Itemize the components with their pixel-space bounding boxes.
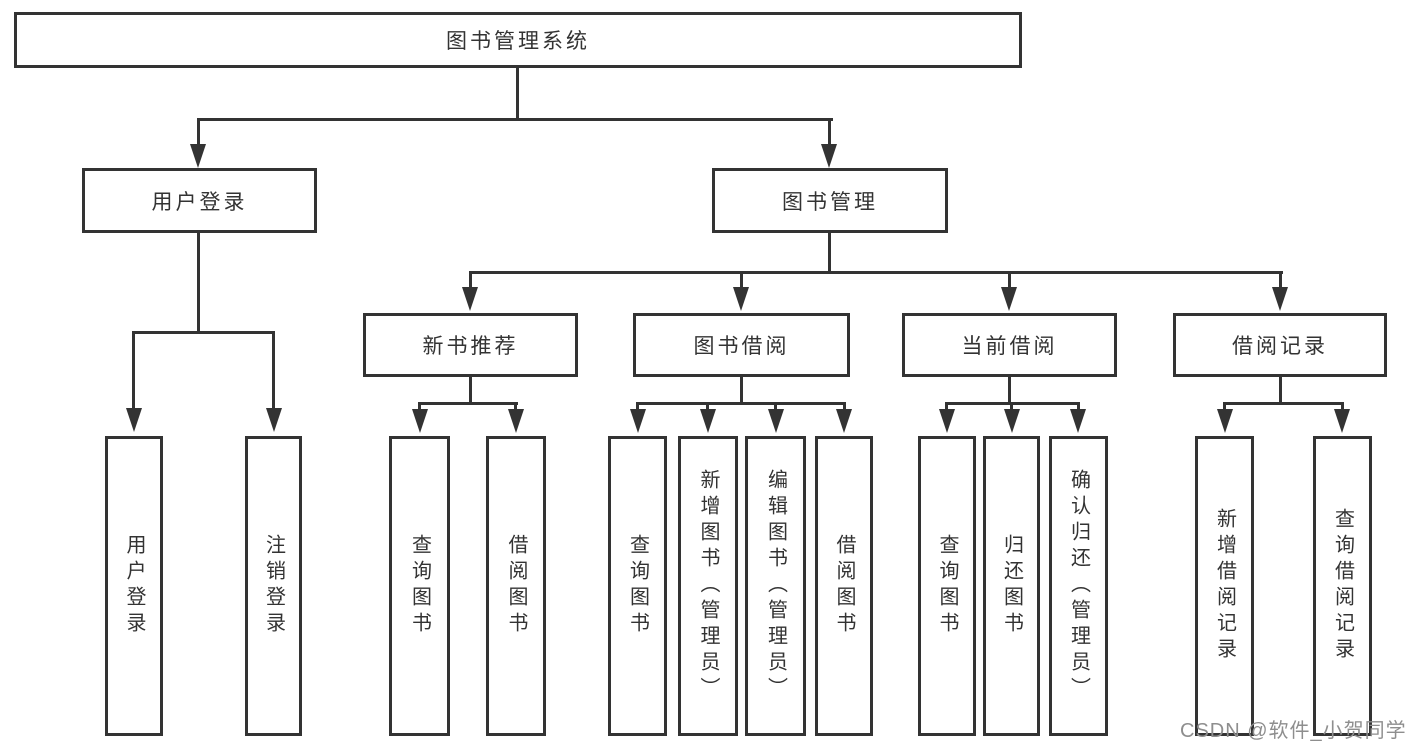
connector-line [469, 377, 472, 405]
arrowhead-icon [768, 409, 784, 433]
arrowhead-icon [1001, 287, 1017, 311]
connector-line [1010, 402, 1013, 411]
leaf-node-borrow-books: 借阅图书 [815, 436, 873, 736]
leaf-node-return-books: 归还图书 [983, 436, 1040, 736]
connector-line [418, 402, 421, 411]
leaf-node-label: 确认归还（管理员） [1067, 469, 1090, 703]
arrowhead-icon [462, 287, 478, 311]
connector-line [636, 402, 846, 405]
connector-line [1279, 377, 1282, 405]
leaf-node-label: 归还图书 [1000, 534, 1023, 638]
arrowhead-icon [836, 409, 852, 433]
watermark: CSDN @软件_小贺同学 [1180, 720, 1405, 742]
arrowhead-icon [1272, 287, 1288, 311]
leaf-node-label: 编辑图书（管理员） [764, 469, 787, 703]
connector-line [843, 402, 846, 411]
category-node-label: 当前借阅 [961, 335, 1058, 358]
arrowhead-icon [190, 144, 206, 168]
category-node-book-borrow: 图书借阅 [633, 313, 850, 377]
category-node-label: 新书推荐 [422, 335, 519, 358]
connector-line [828, 118, 831, 146]
arrowhead-icon [508, 409, 524, 433]
branch-node-label: 图书管理 [782, 190, 878, 214]
connector-line [1008, 271, 1011, 289]
category-node-new-book-recommend: 新书推荐 [363, 313, 578, 377]
leaf-node-query-books-borrow: 查询图书 [608, 436, 667, 736]
connector-line [740, 271, 743, 289]
connector-line [132, 331, 275, 334]
leaf-node-label: 查询图书 [626, 534, 649, 638]
connector-line [469, 271, 472, 289]
connector-line [1008, 377, 1011, 405]
leaf-node-label: 用户登录 [123, 534, 145, 638]
arrowhead-icon [821, 144, 837, 168]
leaf-node-label: 查询图书 [936, 534, 958, 638]
branch-node-book-management: 图书管理 [712, 168, 948, 233]
leaf-node-query-books-current: 查询图书 [918, 436, 976, 736]
leaf-node-label: 借阅图书 [505, 534, 527, 638]
arrowhead-icon [412, 409, 428, 433]
connector-line [514, 402, 517, 411]
connector-line [740, 377, 743, 405]
connector-line [945, 402, 948, 411]
connector-line [774, 402, 777, 411]
connector-line [516, 68, 519, 121]
connector-line [132, 331, 135, 410]
connector-line [1223, 402, 1344, 405]
leaf-node-confirm-return-admin: 确认归还（管理员） [1049, 436, 1108, 736]
category-node-label: 图书借阅 [693, 335, 790, 358]
leaf-node-logout: 注销登录 [245, 436, 302, 736]
connector-line [1279, 271, 1282, 289]
connector-line [197, 233, 200, 334]
connector-line [828, 233, 831, 274]
leaf-node-add-borrow-record: 新增借阅记录 [1195, 436, 1254, 736]
leaf-node-label: 新增图书（管理员） [697, 469, 719, 703]
branch-node-label: 用户登录 [151, 190, 248, 214]
arrowhead-icon [1070, 409, 1086, 433]
connector-line [706, 402, 709, 411]
arrowhead-icon [126, 408, 142, 432]
connector-line [418, 402, 518, 405]
leaf-node-add-books-admin: 新增图书（管理员） [678, 436, 738, 736]
arrowhead-icon [939, 409, 955, 433]
leaf-node-label: 查询图书 [408, 534, 431, 638]
leaf-node-label: 注销登录 [262, 534, 285, 638]
connector-line [1341, 402, 1344, 411]
connector-line [1077, 402, 1080, 411]
leaf-node-label: 查询借阅记录 [1331, 508, 1354, 664]
connector-line [1223, 402, 1226, 411]
category-node-label: 借阅记录 [1232, 335, 1328, 358]
connector-line [272, 331, 275, 410]
root-node-label: 图书管理系统 [446, 30, 590, 53]
leaf-node-user-login: 用户登录 [105, 436, 163, 736]
connector-line [197, 118, 833, 121]
arrowhead-icon [700, 409, 716, 433]
category-node-borrow-records: 借阅记录 [1173, 313, 1387, 377]
arrowhead-icon [1217, 409, 1233, 433]
category-node-current-borrow: 当前借阅 [902, 313, 1117, 377]
leaf-node-edit-books-admin: 编辑图书（管理员） [745, 436, 806, 736]
arrowhead-icon [630, 409, 646, 433]
arrowhead-icon [1334, 409, 1350, 433]
connector-line [636, 402, 639, 411]
leaf-node-query-borrow-record: 查询借阅记录 [1313, 436, 1372, 736]
leaf-node-borrow-books-recommend: 借阅图书 [486, 436, 546, 736]
arrowhead-icon [266, 408, 282, 432]
arrowhead-icon [733, 287, 749, 311]
arrowhead-icon [1004, 409, 1020, 433]
connector-line [197, 118, 200, 146]
root-node-library-system: 图书管理系统 [14, 12, 1022, 68]
leaf-node-label: 借阅图书 [833, 534, 855, 638]
leaf-node-label: 新增借阅记录 [1213, 508, 1236, 664]
leaf-node-query-books-recommend: 查询图书 [389, 436, 450, 736]
branch-node-user-login: 用户登录 [82, 168, 317, 233]
connector-line [469, 271, 1283, 274]
